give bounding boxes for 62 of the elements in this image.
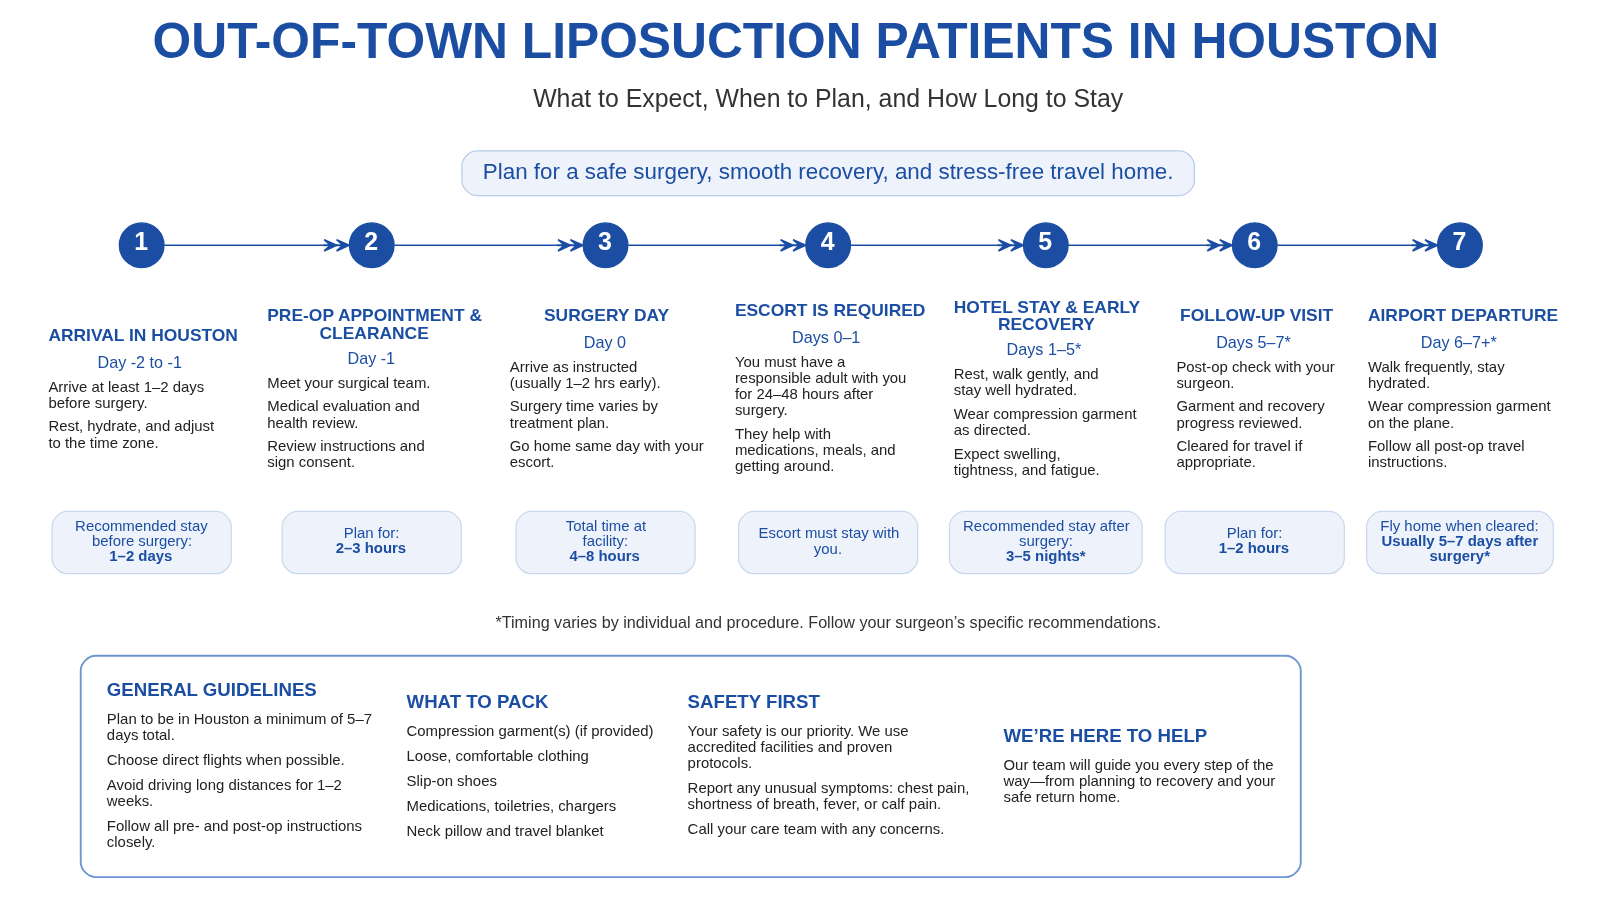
node-circle: 6 bbox=[1231, 221, 1278, 268]
node-circle: 4 bbox=[804, 221, 851, 268]
arrow bbox=[626, 238, 806, 252]
node-label: Cleared for travel if appropriate. bbox=[1175, 436, 1302, 470]
node-label: Days 1–5* bbox=[1006, 339, 1081, 358]
node-label: You must have a responsible adult with you for 24–48 hours after surgery. bbox=[734, 352, 906, 418]
node-label: Wear compression garment as directed. bbox=[953, 404, 1137, 438]
node-box: Total time at facility: 4–8 hours bbox=[514, 510, 696, 574]
node-box: Recommended stay before surgery: 1–2 days bbox=[51, 510, 232, 574]
node-label: Wear compression garment on the plane. bbox=[1367, 396, 1551, 431]
node-label: Day 6–7+* bbox=[1420, 332, 1497, 351]
node-label: FOLLOW-UP VISIT bbox=[1179, 304, 1333, 325]
node-label: AIRPORT DEPARTURE bbox=[1367, 304, 1558, 325]
cluster bbox=[79, 654, 1302, 878]
node-text: WHAT TO PACK Compression garment(s) (if provided) Loose, comfortable clothing Slip-on shoes Medications, toiletries, chargers Neck pillow and travel blanket bbox=[406, 690, 653, 839]
node-label: HOTEL STAY & EARLY RECOVERY bbox=[953, 296, 1140, 334]
node-label: SURGERY DAY bbox=[543, 304, 669, 325]
node-box: Plan for a safe surgery, smooth recovery, and stress-free travel home. bbox=[460, 149, 1195, 196]
node-label: ARRIVAL IN HOUSTON bbox=[47, 324, 238, 345]
node-circle: 5 bbox=[1022, 221, 1069, 268]
label: What to Expect, When to Plan, and How Long to Stay bbox=[532, 83, 1123, 112]
arrow bbox=[1275, 238, 1438, 252]
node-label: They help with medications, meals, and getting around. bbox=[734, 424, 896, 474]
node-circle: 2 bbox=[348, 221, 395, 268]
node-label: Walk frequently, stay hydrated. bbox=[1367, 357, 1505, 391]
node-label: PRE-OP APPOINTMENT & CLEARANCE bbox=[266, 304, 482, 343]
node-box: Escort must stay with you. bbox=[737, 510, 918, 574]
node-box: Fly home when cleared: Usually 5–7 days after surgery* bbox=[1365, 510, 1554, 574]
node-circle: 7 bbox=[1436, 221, 1483, 268]
node-label: Expect swelling, tightness, and fatigue. bbox=[953, 444, 1100, 478]
node-label: Follow all post-op travel instructions. bbox=[1367, 436, 1525, 470]
node-label: ESCORT IS REQUIRED bbox=[734, 299, 925, 320]
node-circle: 1 bbox=[118, 221, 165, 268]
node-label: Days 0–1 bbox=[791, 327, 860, 346]
arrow bbox=[162, 238, 350, 252]
node-label: Review instructions and sign consent. bbox=[266, 436, 425, 470]
node-label: Days 5–7* bbox=[1215, 332, 1291, 351]
node-text: SAFETY FIRST Your safety is our priority. We use accredited facilities and proven protocols. Report any unusual symptoms: chest pain, shortness of breath, fever, or calf pain. Call your care team with any concerns. bbox=[687, 690, 969, 837]
arrow bbox=[849, 238, 1024, 252]
diagram-title: OUT-OF-TOWN LIPOSUCTION PATIENTS IN HOUSTON bbox=[152, 12, 1439, 68]
node-label: Rest, hydrate, and adjust to the time zone. bbox=[47, 416, 214, 451]
arrow bbox=[1066, 238, 1233, 252]
node-box: Plan for: 2–3 hours bbox=[281, 510, 462, 574]
node-label: Day -1 bbox=[347, 348, 395, 367]
node-label: Medical evaluation and health review. bbox=[266, 396, 420, 431]
node-circle: 3 bbox=[582, 221, 629, 268]
node-label: Arrive at least 1–2 days before surgery. bbox=[47, 377, 204, 411]
node-text: WE’RE HERE TO HELP Our team will guide you every step of the way—from planning to recovery and your safe return home. bbox=[1003, 724, 1275, 805]
node-text: GENERAL GUIDELINES Plan to be in Houston a minimum of 5–7 days total. Choose direct flights when possible. Avoid driving long distances for 1–2 weeks. Follow all pre- and post-op instructions closely. bbox=[106, 678, 372, 850]
node-label: Surgery time varies by treatment plan. bbox=[509, 396, 658, 431]
label: *Timing varies by individual and procedure. Follow your surgeon’s specific recommendations. bbox=[494, 612, 1161, 631]
node-label: Day 0 bbox=[583, 332, 626, 351]
node-box: Recommended stay after surgery: 3–5 nights* bbox=[948, 510, 1143, 574]
node-box: Plan for: 1–2 hours bbox=[1164, 510, 1345, 574]
node-label: Go home same day with your escort. bbox=[509, 436, 704, 470]
node-label: Meet your surgical team. bbox=[266, 373, 430, 391]
node-label: Post-op check with your surgeon. bbox=[1175, 357, 1335, 391]
node-label: Arrive as instructed (usually 1–2 hrs early). bbox=[509, 357, 661, 391]
node-label: Garment and recovery progress reviewed. bbox=[1175, 396, 1325, 431]
arrow bbox=[393, 238, 584, 252]
node-label: Day -2 to -1 bbox=[97, 352, 182, 371]
node-label: Rest, walk gently, and stay well hydrated. bbox=[953, 364, 1098, 398]
